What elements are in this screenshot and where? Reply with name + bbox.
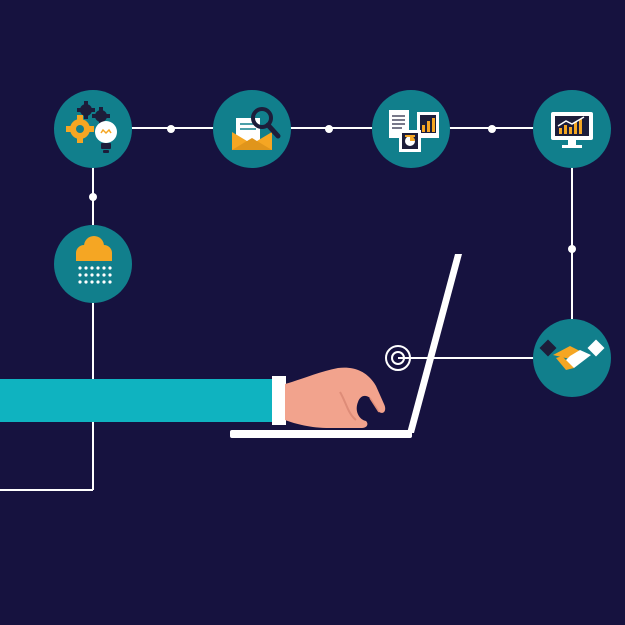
connector-dot	[325, 125, 333, 133]
node-gears-lightbulb[interactable]	[54, 90, 132, 168]
shirt-cuff	[272, 376, 286, 425]
monitor-chart-icon	[551, 112, 593, 148]
gears-lightbulb-icon	[66, 101, 117, 153]
node-handshake[interactable]	[533, 319, 611, 397]
laptop-screen	[407, 254, 462, 433]
node-reports-charts[interactable]	[372, 90, 450, 168]
laptop-base	[230, 430, 412, 438]
sleeve	[0, 379, 275, 422]
node-cloud-rain[interactable]	[54, 225, 132, 303]
connector-dots	[89, 125, 576, 253]
handshake-icon	[539, 339, 605, 370]
laptop	[230, 254, 462, 438]
connector-dot	[488, 125, 496, 133]
connector-dot	[167, 125, 175, 133]
email-search-icon	[232, 107, 281, 150]
cloud-rain-icon	[76, 236, 112, 284]
hand	[285, 367, 386, 428]
reports-charts-icon	[389, 110, 439, 152]
node-monitor-chart[interactable]	[533, 90, 611, 168]
connector-dot	[568, 245, 576, 253]
laptop-link-ring	[385, 345, 411, 371]
arm-with-hand	[0, 367, 386, 428]
connector-dot	[89, 193, 97, 201]
node-email-search[interactable]	[213, 90, 291, 168]
